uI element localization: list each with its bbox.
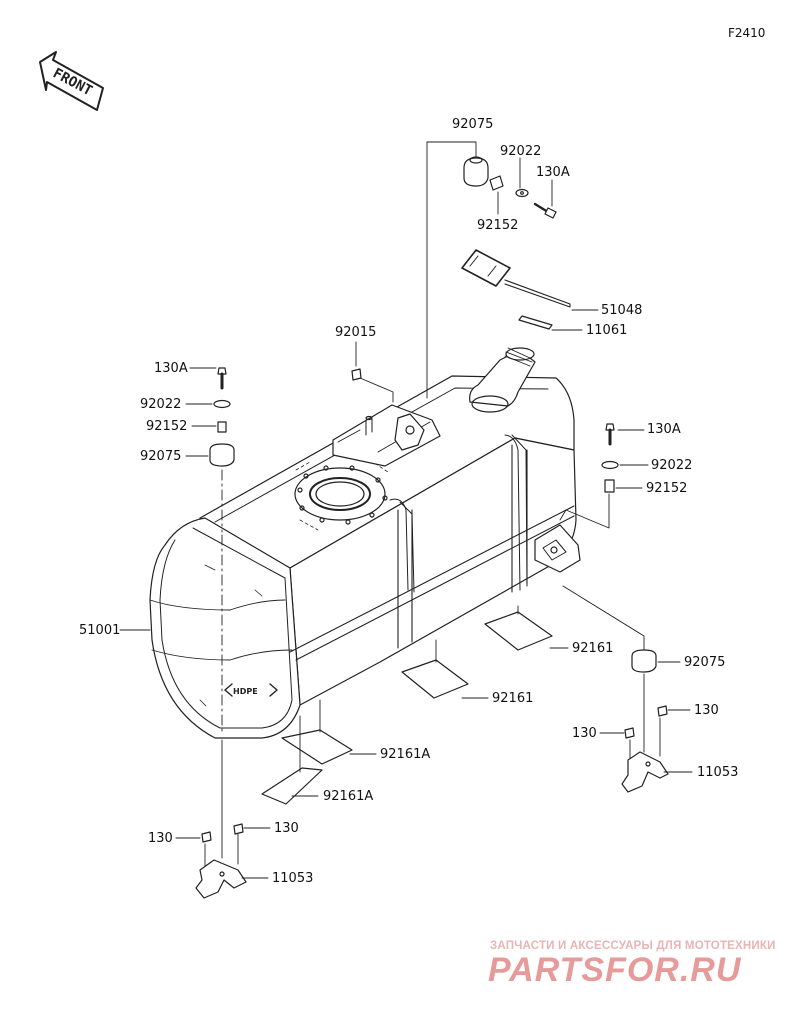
callout-130-right-a: 130 <box>694 703 719 718</box>
part-51048 <box>461 249 571 308</box>
pad-92161-mid <box>401 659 469 699</box>
callout-92022-top: 92022 <box>500 144 542 159</box>
callout-11053-right: 11053 <box>697 765 739 780</box>
callout-92022-left: 92022 <box>140 397 182 412</box>
callout-130-bl-a: 130 <box>148 831 173 846</box>
front-arrow-icon: FRONT <box>39 51 104 111</box>
callout-92161a-lower: 92161A <box>323 789 374 804</box>
callout-92075-left: 92075 <box>140 449 182 464</box>
pad-92161-right <box>484 611 553 651</box>
bracket-11053-left <box>195 823 247 899</box>
fuel-tank-51001: HDPE <box>149 347 581 739</box>
callout-92015: 92015 <box>335 325 377 340</box>
callout-11053-left: 11053 <box>272 871 314 886</box>
top-mount-hardware <box>463 156 557 219</box>
watermark-logo: PARTSFOR.RU <box>488 951 742 989</box>
callout-92152-right: 92152 <box>646 481 688 496</box>
callout-92075-right: 92075 <box>684 655 726 670</box>
part-11061 <box>518 315 553 330</box>
bracket-11053-right <box>621 705 669 793</box>
pad-92161a-upper <box>281 729 353 765</box>
callout-11061: 11061 <box>586 323 628 338</box>
part-92015 <box>351 368 362 381</box>
tank-marking: HDPE <box>233 687 258 696</box>
callout-51001: 51001 <box>79 623 121 638</box>
callout-130a-right: 130A <box>647 422 681 437</box>
callout-92161-right: 92161 <box>572 641 614 656</box>
watermark-tagline: ЗАПЧАСТИ И АКСЕССУАРЫ ДЛЯ МОТОТЕХНИКИ <box>490 940 776 952</box>
left-mount-hardware <box>209 367 235 467</box>
leader-lines <box>119 141 693 879</box>
right-mount-hardware <box>601 423 657 673</box>
callout-51048: 51048 <box>601 303 643 318</box>
callout-92161a-upper: 92161A <box>380 747 431 762</box>
callout-92152-top: 92152 <box>477 218 519 233</box>
pad-92161a-lower <box>261 767 323 805</box>
callout-92022-right: 92022 <box>651 458 693 473</box>
callout-130a-left: 130A <box>154 361 188 376</box>
callout-130-bl-b: 130 <box>274 821 299 836</box>
callout-130a-top: 130A <box>536 165 570 180</box>
callout-92161-mid: 92161 <box>492 691 534 706</box>
callout-92075-top: 92075 <box>452 117 494 132</box>
callout-92152-left: 92152 <box>146 419 188 434</box>
callout-130-right-b: 130 <box>572 726 597 741</box>
figure-code: F2410 <box>728 26 766 40</box>
